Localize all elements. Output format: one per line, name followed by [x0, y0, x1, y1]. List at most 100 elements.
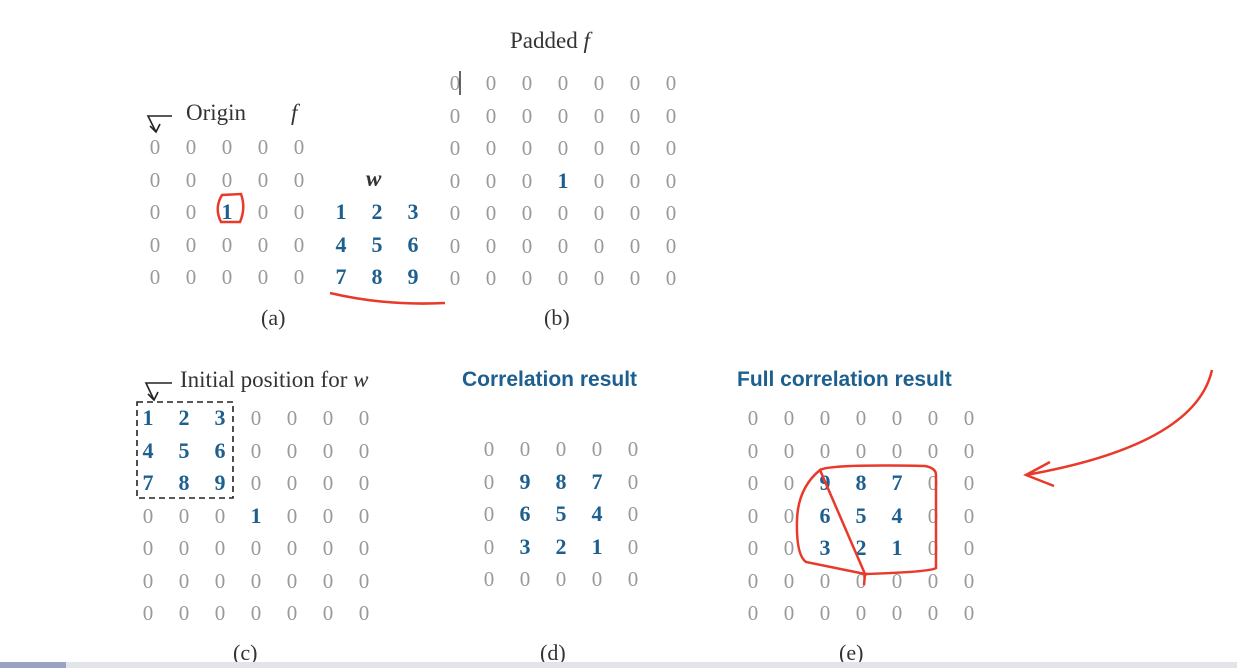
matrix-cell: 0 [629, 233, 641, 258]
matrix-cell: 0 [557, 71, 569, 95]
matrix-cell: 0 [257, 167, 269, 192]
matrix-cell: 0 [449, 201, 461, 225]
matrix-cell: 1 [557, 167, 569, 193]
matrix-cell: 0 [927, 471, 939, 495]
matrix-cell: 7 [891, 470, 903, 495]
matrix-cell: 5 [178, 437, 190, 463]
matrix-cell: 8 [855, 470, 867, 495]
matrix-cell: 0 [485, 233, 497, 258]
matrix-cell: 0 [521, 103, 533, 128]
matrix-cell: 0 [149, 232, 161, 257]
matrix-cell: 1 [142, 405, 154, 430]
matrix-cell: 0 [286, 601, 298, 625]
matrix-cell: 0 [629, 168, 641, 193]
matrix-cell: 0 [149, 167, 161, 192]
matrix-cell: 0 [149, 200, 161, 224]
matrix-cell: 0 [627, 469, 639, 494]
matrix-cell: 0 [747, 601, 759, 625]
matrix-cell: 0 [178, 568, 190, 593]
matrix-cell: 0 [250, 536, 262, 560]
matrix-cell: 0 [593, 136, 605, 160]
matrix-cell: 0 [521, 168, 533, 193]
matrix-cell: 0 [485, 71, 497, 95]
matrix-cell: 0 [963, 568, 975, 593]
matrix-cell: 8 [371, 264, 383, 289]
matrix-cell: 2 [371, 199, 383, 224]
matrix-cell: 0 [783, 568, 795, 593]
caption-e: (e) [839, 640, 864, 665]
matrix-cell: 2 [555, 533, 567, 559]
initial-position-var: w [353, 367, 369, 392]
matrix-cell: 0 [593, 71, 605, 95]
matrix-cell: 0 [322, 503, 334, 528]
bottom-scroll-thumb[interactable] [0, 662, 66, 668]
matrix-cell: 0 [891, 406, 903, 430]
matrix-cell: 0 [293, 167, 305, 192]
matrix-cell: 0 [483, 534, 495, 559]
matrix-cell: 0 [593, 103, 605, 128]
matrix-cell: 0 [214, 568, 226, 593]
matrix-cell: 9 [407, 264, 419, 289]
matrix-cell: 0 [185, 265, 197, 289]
matrix-cell: 0 [449, 266, 461, 290]
matrix-cell: 0 [519, 567, 531, 591]
matrix-cell: 0 [593, 233, 605, 258]
matrix-cell: 0 [358, 503, 370, 528]
matrix-cell: 0 [665, 136, 677, 160]
matrix-cell: 0 [629, 71, 641, 95]
matrix-cell: 0 [149, 265, 161, 289]
matrix-cell: 0 [891, 438, 903, 463]
matrix-cell: 4 [142, 437, 154, 463]
matrix-cell: 0 [185, 232, 197, 257]
matrix-cell: 0 [963, 406, 975, 430]
matrix-cell: 0 [747, 406, 759, 430]
bottom-scroll-indicator [0, 662, 1237, 668]
matrix-cell: 0 [555, 567, 567, 591]
matrix-cell: 0 [783, 438, 795, 463]
matrix-cell: 0 [485, 103, 497, 128]
matrix-cell: 0 [557, 233, 569, 258]
matrix-cell: 0 [819, 601, 831, 625]
matrix-cell: 0 [629, 201, 641, 225]
matrix-cell: 6 [819, 502, 831, 528]
matrix-cell: 5 [555, 501, 567, 526]
initial-position-arrow-icon [144, 382, 172, 402]
matrix-cell: 0 [747, 568, 759, 593]
matrix-cell: 0 [286, 503, 298, 528]
kernel-position-box [136, 401, 234, 499]
matrix-cell: 0 [142, 536, 154, 560]
matrix-cell: 0 [593, 201, 605, 225]
matrix-cell: 0 [286, 568, 298, 593]
origin-label: Origin [186, 100, 247, 125]
matrix-cell: 0 [178, 503, 190, 528]
matrix-cell: 5 [371, 231, 383, 257]
matrix-cell: 0 [449, 71, 461, 95]
matrix-cell: 0 [358, 438, 370, 463]
matrix-cell: 2 [855, 535, 867, 560]
origin-arrow-icon [146, 115, 172, 134]
matrix-cell: 0 [485, 136, 497, 160]
f-label: f [291, 100, 298, 125]
matrix-cell: 0 [185, 167, 197, 192]
matrix-cell: 2 [178, 405, 190, 430]
matrix-cell: 0 [927, 536, 939, 560]
matrix-cell: 0 [627, 534, 639, 559]
matrix-cell: 7 [142, 470, 154, 495]
matrix-cell: 0 [257, 265, 269, 289]
matrix-cell: 9 [519, 468, 531, 494]
matrix-cell: 0 [665, 233, 677, 258]
matrix-cell: 0 [293, 265, 305, 289]
matrix-cell: 0 [142, 503, 154, 528]
matrix-cell: 0 [250, 471, 262, 495]
matrix-cell: 1 [591, 533, 603, 559]
matrix-cell: 0 [358, 406, 370, 430]
initial-position-title: Initial position for w [180, 367, 368, 393]
w-label: w [366, 166, 382, 191]
matrix-cell: 9 [214, 470, 226, 495]
matrix-cell: 0 [293, 135, 305, 159]
matrix-cell: 0 [521, 71, 533, 95]
kernel-underline [329, 291, 446, 305]
caption-a: (a) [261, 305, 286, 330]
matrix-cell: 0 [257, 200, 269, 224]
matrix-cell: 0 [286, 438, 298, 463]
